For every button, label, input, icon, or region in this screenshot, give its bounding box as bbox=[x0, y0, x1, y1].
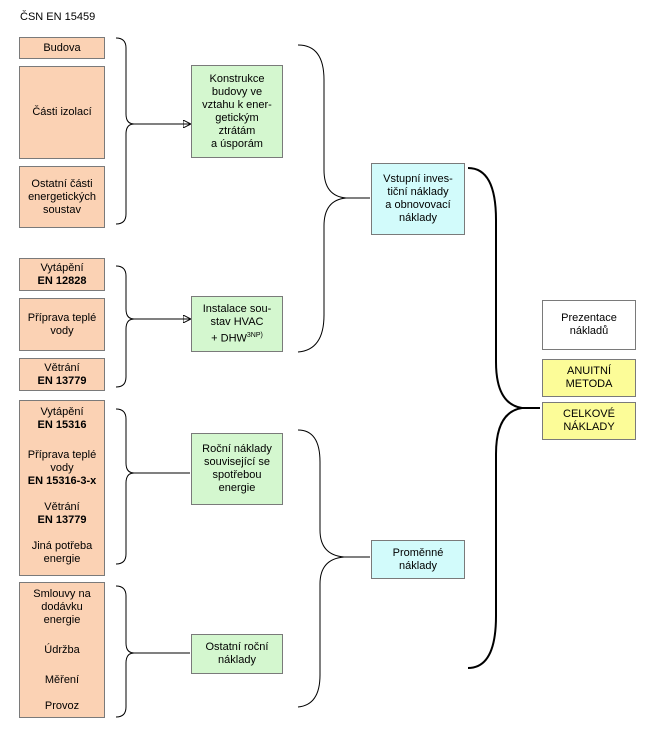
output-cost-presentation: Prezentace nákladů bbox=[542, 300, 636, 350]
line: náklady bbox=[399, 559, 437, 572]
line: Proměnné bbox=[392, 546, 444, 559]
line: náklady bbox=[399, 212, 437, 224]
line: vody bbox=[50, 462, 74, 474]
input-insulation-parts: Části izolací bbox=[19, 66, 105, 159]
input-energy-use-group: Vytápění EN 15316 Příprava teplé vody EN… bbox=[19, 400, 105, 576]
line: Roční náklady bbox=[202, 443, 272, 455]
line: související se bbox=[203, 456, 271, 468]
line: METODA bbox=[565, 378, 613, 390]
brace-investment bbox=[297, 44, 347, 353]
line: Větrání bbox=[44, 361, 80, 374]
line: getickým bbox=[215, 111, 259, 124]
line: a obnovovací bbox=[385, 199, 451, 211]
line: + DHW3NP) bbox=[211, 329, 263, 346]
line: spotřebou bbox=[212, 469, 262, 481]
brace-installation bbox=[115, 265, 135, 388]
line: Provoz bbox=[44, 700, 80, 712]
line: Údržba bbox=[44, 644, 80, 656]
line: nákladů bbox=[569, 325, 609, 337]
line: Smlouvy na bbox=[33, 588, 91, 600]
input-ventilation-1: Větrání EN 13779 bbox=[19, 358, 105, 391]
standard-en-15316-3-x: EN 15316-3-x bbox=[27, 475, 97, 487]
line: Příprava teplé bbox=[27, 449, 97, 461]
standard-en-12828: EN 12828 bbox=[37, 274, 87, 287]
line: vztahu k ener- bbox=[202, 98, 272, 111]
line: a úsporám bbox=[211, 137, 263, 150]
brace-variable bbox=[297, 429, 345, 708]
line: Měření bbox=[44, 674, 80, 686]
line: energetických bbox=[28, 190, 96, 203]
line: Prezentace bbox=[561, 312, 617, 324]
line: NÁKLADY bbox=[563, 421, 615, 433]
line: energie bbox=[43, 614, 81, 626]
line: Příprava teplé bbox=[27, 311, 97, 324]
line: budovy ve bbox=[211, 85, 263, 98]
line: náklady bbox=[218, 654, 256, 666]
group-hvac-installation: Instalace sou- stav HVAC + DHW3NP) bbox=[191, 296, 283, 352]
line: vody bbox=[50, 324, 74, 337]
output-annuity-method: ANUITNÍ METODA bbox=[542, 359, 636, 397]
line: Instalace sou- bbox=[202, 302, 272, 315]
line: dodávku bbox=[41, 601, 83, 613]
line: tiční náklady bbox=[387, 186, 449, 198]
footnote-marker: 3NP) bbox=[246, 331, 263, 339]
line: Konstrukce bbox=[209, 72, 265, 85]
input-other-energy-systems: Ostatní části energetických soustav bbox=[19, 166, 105, 228]
line: energie bbox=[43, 553, 81, 565]
brace-annual bbox=[115, 408, 135, 565]
cost-variable: Proměnné náklady bbox=[371, 540, 465, 579]
group-annual-energy-costs: Roční náklady související se spotřebou e… bbox=[191, 433, 283, 505]
line: CELKOVÉ bbox=[563, 408, 615, 420]
dhw-label: + DHW bbox=[211, 332, 247, 345]
line: Vytápění bbox=[40, 406, 84, 418]
standard-en-13779: EN 13779 bbox=[37, 514, 87, 526]
line: Vytápění bbox=[40, 261, 84, 274]
line: energie bbox=[218, 482, 256, 494]
input-building-label: Budova bbox=[43, 41, 81, 54]
brace-construction bbox=[115, 37, 135, 225]
input-hot-water-1: Příprava teplé vody bbox=[19, 298, 105, 351]
brace-other-annual bbox=[115, 585, 135, 718]
standard-en-15316: EN 15316 bbox=[37, 419, 87, 431]
input-insulation-parts-label: Části izolací bbox=[32, 106, 92, 118]
line: soustav bbox=[43, 203, 81, 216]
line: ztrátám bbox=[218, 124, 256, 137]
line: Ostatní roční bbox=[205, 641, 269, 653]
line: Jiná potřeba bbox=[31, 540, 93, 552]
group-other-annual-costs: Ostatní roční náklady bbox=[191, 634, 283, 674]
input-other-costs-group: Smlouvy na dodávku energie Údržba Měření… bbox=[19, 582, 105, 718]
output-total-costs: CELKOVÉ NÁKLADY bbox=[542, 402, 636, 440]
line: Větrání bbox=[44, 501, 80, 513]
input-heating-1: Vytápění EN 12828 bbox=[19, 258, 105, 291]
cost-investment: Vstupní inves- tiční náklady a obnovovac… bbox=[371, 163, 465, 235]
line: stav HVAC bbox=[210, 315, 264, 328]
group-building-construction: Konstrukce budovy ve vztahu k ener- geti… bbox=[191, 65, 283, 158]
standard-title: ČSN EN 15459 bbox=[20, 11, 96, 23]
line: Vstupní inves- bbox=[383, 173, 453, 185]
line: ANUITNÍ bbox=[567, 365, 611, 377]
standard-en-13779: EN 13779 bbox=[37, 374, 87, 387]
brace-total bbox=[467, 167, 523, 669]
input-building: Budova bbox=[19, 37, 105, 59]
line: Ostatní části bbox=[31, 177, 93, 190]
